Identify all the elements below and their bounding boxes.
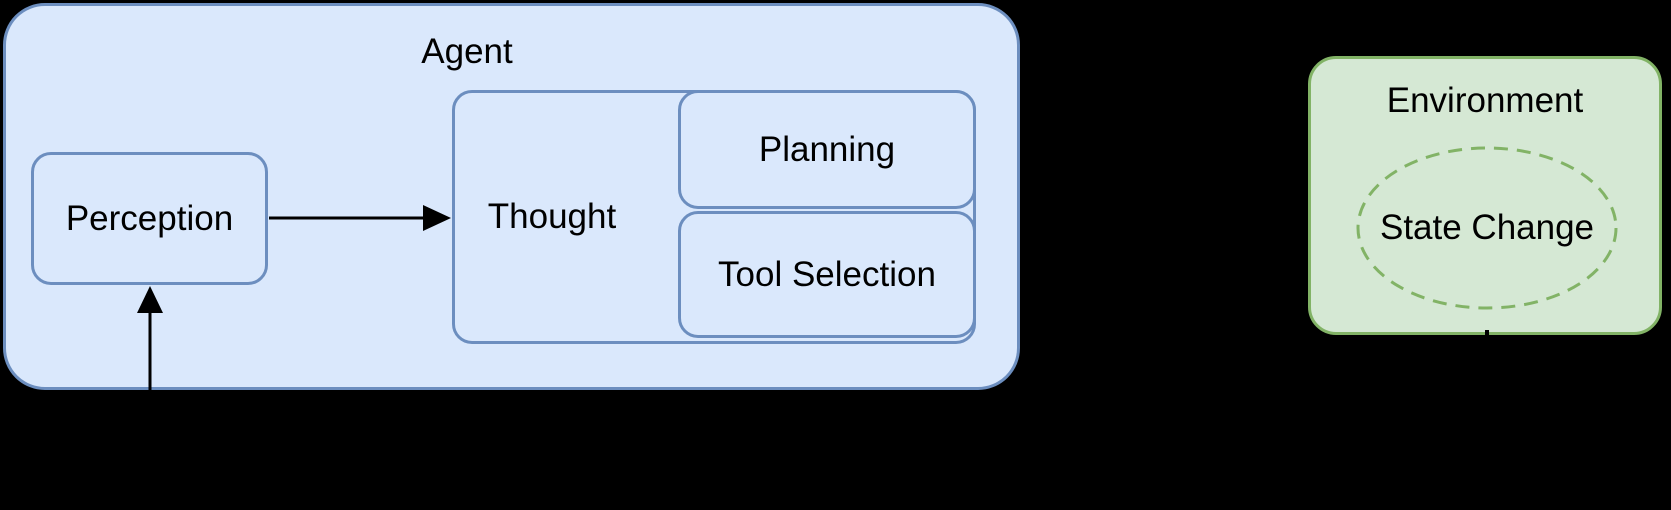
environment-node	[1308, 56, 1662, 335]
planning-node: Planning	[678, 90, 976, 209]
perception-node: Perception	[31, 152, 268, 285]
perception-label: Perception	[65, 198, 234, 238]
tool-selection-label: Tool Selection	[718, 254, 936, 294]
planning-label: Planning	[758, 129, 896, 169]
tool-selection-node: Tool Selection	[678, 211, 976, 338]
